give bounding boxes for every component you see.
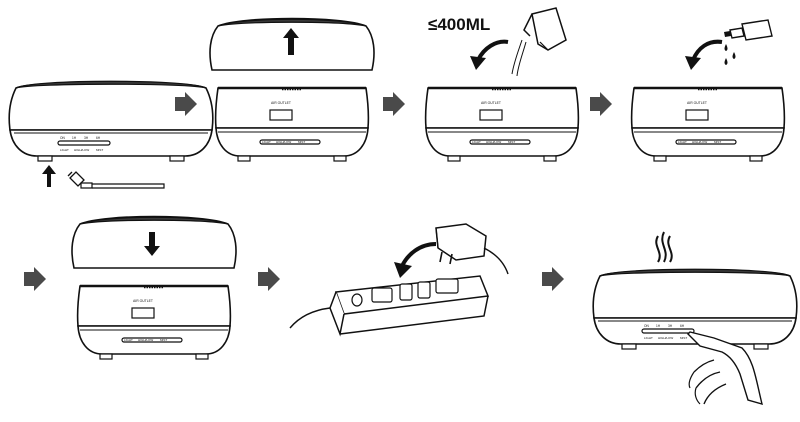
water-limit-label: ≤400ML	[428, 15, 490, 34]
step-5-replace-cover: AIR OUTLET LIGHT HIGH/LOW MIST	[71, 215, 237, 361]
power-strip-icon	[289, 275, 490, 337]
right-arrow-icon	[258, 267, 280, 291]
oil-drops	[724, 44, 736, 65]
button-label-light: LIGHT	[262, 140, 271, 144]
timer-label-6h: 6H	[96, 136, 101, 140]
button-label-highlow: HIGH/LOW	[486, 140, 501, 144]
water-stream	[511, 39, 527, 77]
right-arrow-icon	[590, 92, 612, 116]
timer-label-3h: 3H	[668, 324, 673, 328]
curved-arrow-icon	[685, 39, 723, 70]
up-arrow-icon	[42, 165, 56, 187]
button-label-mist: MIST	[680, 336, 687, 340]
air-outlet-label: AIR OUTLET	[133, 299, 153, 303]
button-label-light: LIGHT	[644, 336, 653, 340]
button-label-mist: MIST	[298, 140, 305, 144]
step-2-remove-cover: AIR OUTLET LIGHT HIGH/LOW MIST	[209, 17, 375, 163]
button-label-highlow: HIGH/LOW	[692, 140, 707, 144]
power-plug-icon	[435, 223, 509, 275]
button-label-highlow: HIGH/LOW	[138, 338, 153, 342]
timer-label-3h: 3H	[84, 136, 89, 140]
step-7-start-mist: ON 1H 3H 6H LIGHT HIGH/LOW MIST	[592, 231, 798, 406]
oil-bottle-icon	[724, 19, 773, 41]
air-outlet-label: AIR OUTLET	[687, 101, 707, 105]
button-label-highlow: HIGH/LOW	[658, 336, 673, 340]
up-arrow-icon	[283, 28, 299, 55]
button-label-highlow: HIGH/LOW	[74, 148, 89, 152]
air-outlet-label: AIR OUTLET	[271, 101, 291, 105]
button-label-light: LIGHT	[60, 148, 69, 152]
step-1-diffuser: ON 1H 3H 6H LIGHT HIGH/LOW MIST	[8, 80, 214, 162]
timer-label-1h: 1H	[656, 324, 661, 328]
button-label-light: LIGHT	[124, 338, 133, 342]
right-arrow-icon	[542, 267, 564, 291]
water-jug-icon	[523, 7, 567, 51]
button-label-light: LIGHT	[472, 140, 481, 144]
step-3-add-water: ≤400ML AIR OUTLET LIGHT HIGH/LOW MIST	[424, 7, 580, 163]
air-outlet-label: AIR OUTLET	[481, 101, 501, 105]
step-6-plug-in	[289, 223, 509, 337]
timer-label-6h: 6H	[680, 324, 685, 328]
hand-icon	[687, 331, 763, 406]
curved-arrow-icon	[470, 39, 509, 70]
button-label-mist: MIST	[96, 148, 103, 152]
power-plug-icon	[67, 171, 165, 189]
curved-arrow-icon	[394, 242, 437, 278]
steam-icon	[655, 231, 673, 263]
down-arrow-icon	[144, 232, 160, 256]
right-arrow-icon	[383, 92, 405, 116]
button-label-light: LIGHT	[678, 140, 687, 144]
button-label-mist: MIST	[508, 140, 515, 144]
button-label-mist: MIST	[714, 140, 721, 144]
timer-label-on: ON	[644, 324, 649, 328]
button-label-highlow: HIGH/LOW	[276, 140, 291, 144]
button-label-mist: MIST	[160, 338, 167, 342]
timer-label-on: ON	[60, 136, 65, 140]
right-arrow-icon	[24, 267, 46, 291]
timer-label-1h: 1H	[72, 136, 77, 140]
step-4-add-oil: AIR OUTLET LIGHT HIGH/LOW MIST	[630, 19, 786, 163]
